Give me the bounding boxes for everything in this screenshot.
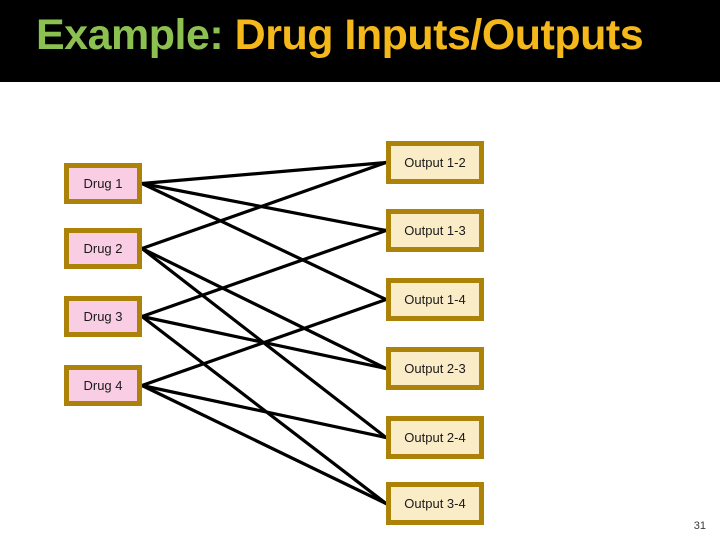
page-title-main: Drug Inputs/Outputs [234, 11, 644, 59]
drug-node-3[interactable]: Drug 3 [64, 296, 142, 337]
drug-node-2[interactable]: Drug 2 [64, 228, 142, 269]
page-title-prefix: Example: [36, 11, 224, 59]
edge-drug2-to-out23 [140, 246, 388, 371]
edge-drug4-to-out24 [140, 383, 388, 440]
drug-node-4[interactable]: Drug 4 [64, 365, 142, 406]
output-node-34[interactable]: Output 3-4 [386, 482, 484, 525]
edge-drug3-to-out13 [140, 228, 388, 319]
edge-drug1-to-out14 [140, 181, 388, 302]
page-number: 31 [693, 520, 706, 532]
title-banner: Example: Drug Inputs/Outputs [0, 0, 720, 82]
edge-drug4-to-out14 [140, 297, 388, 388]
page-title: Example: Drug Inputs/Outputs [36, 11, 644, 59]
output-node-13[interactable]: Output 1-3 [386, 209, 484, 252]
output-node-14[interactable]: Output 1-4 [386, 278, 484, 321]
edge-drug1-to-out12 [140, 160, 388, 186]
output-node-12[interactable]: Output 1-2 [386, 141, 484, 184]
output-node-24[interactable]: Output 2-4 [386, 416, 484, 459]
output-node-23[interactable]: Output 2-3 [386, 347, 484, 390]
drug-node-1[interactable]: Drug 1 [64, 163, 142, 204]
edge-drug2-to-out12 [140, 160, 388, 251]
edge-layer [140, 160, 388, 506]
edge-drug4-to-out34 [140, 383, 388, 506]
